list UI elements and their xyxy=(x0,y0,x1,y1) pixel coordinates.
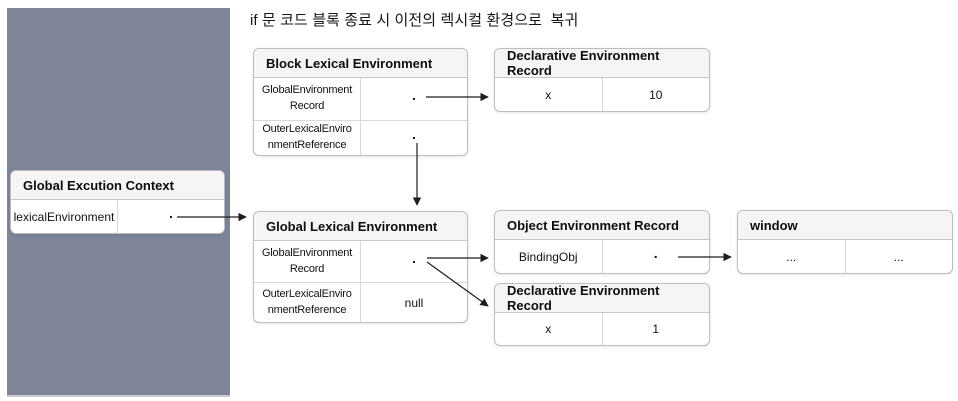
table-row: GlobalEnvironmentRecord . xyxy=(254,78,467,121)
table-window: window ... ... xyxy=(737,210,953,274)
row-key: OuterLexicalEnvironmentReference xyxy=(254,121,361,155)
table-header: Declarative Environment Record xyxy=(495,284,709,313)
table-block-lexical-environment: Block Lexical Environment GlobalEnvironm… xyxy=(253,48,468,156)
table-row: ... ... xyxy=(738,240,952,273)
row-value: . xyxy=(361,121,467,155)
diagram-title: if 문 코드 블록 종료 시 이전의 렉시컬 환경으로 복귀 xyxy=(250,12,579,29)
table-row: BindingObj . xyxy=(495,240,709,273)
row-value: 10 xyxy=(649,87,663,102)
row-key: ... xyxy=(738,240,846,273)
row-key: x xyxy=(495,78,603,111)
row-key: x xyxy=(495,313,603,345)
reference-dot: . xyxy=(169,204,173,221)
row-key: GlobalEnvironmentRecord xyxy=(254,241,361,282)
reference-dot: . xyxy=(653,244,658,261)
table-global-lexical-environment: Global Lexical Environment GlobalEnviron… xyxy=(253,211,468,323)
table-header: Object Environment Record xyxy=(495,211,709,240)
row-value: . xyxy=(361,78,467,120)
row-key: BindingObj xyxy=(495,240,603,273)
table-row: OuterLexicalEnvironmentReference null xyxy=(254,283,467,322)
reference-dot: . xyxy=(412,87,416,103)
table-row: lexicalEnvironment . xyxy=(11,200,224,233)
row-value: 1 xyxy=(652,322,660,336)
row-key: lexicalEnvironment xyxy=(11,200,118,233)
table-header: window xyxy=(738,211,952,240)
row-value: . xyxy=(118,200,224,233)
table-row: OuterLexicalEnvironmentReference . xyxy=(254,121,467,155)
table-row: x 1 xyxy=(495,313,709,345)
table-row: x 10 xyxy=(495,78,709,111)
reference-dot: . xyxy=(412,249,416,266)
row-key: OuterLexicalEnvironmentReference xyxy=(254,283,361,322)
table-header: Block Lexical Environment xyxy=(254,49,467,78)
table-header: Global Lexical Environment xyxy=(254,212,467,241)
table-header: Declarative Environment Record xyxy=(495,49,709,78)
row-value: ... xyxy=(893,249,904,264)
table-row: GlobalEnvironmentRecord . xyxy=(254,241,467,283)
row-key: GlobalEnvironmentRecord xyxy=(254,78,361,120)
table-object-environment-record: Object Environment Record BindingObj . xyxy=(494,210,710,274)
table-global-execution-context: Global Excution Context lexicalEnvironme… xyxy=(10,170,225,234)
row-value: . xyxy=(361,241,467,282)
table-declarative-environment-record-bottom: Declarative Environment Record x 1 xyxy=(494,283,710,346)
reference-dot: . xyxy=(412,126,416,142)
row-value: . xyxy=(603,240,710,273)
table-header: Global Excution Context xyxy=(11,171,224,200)
table-declarative-environment-record-top: Declarative Environment Record x 10 xyxy=(494,48,710,112)
row-value: null xyxy=(404,295,424,310)
